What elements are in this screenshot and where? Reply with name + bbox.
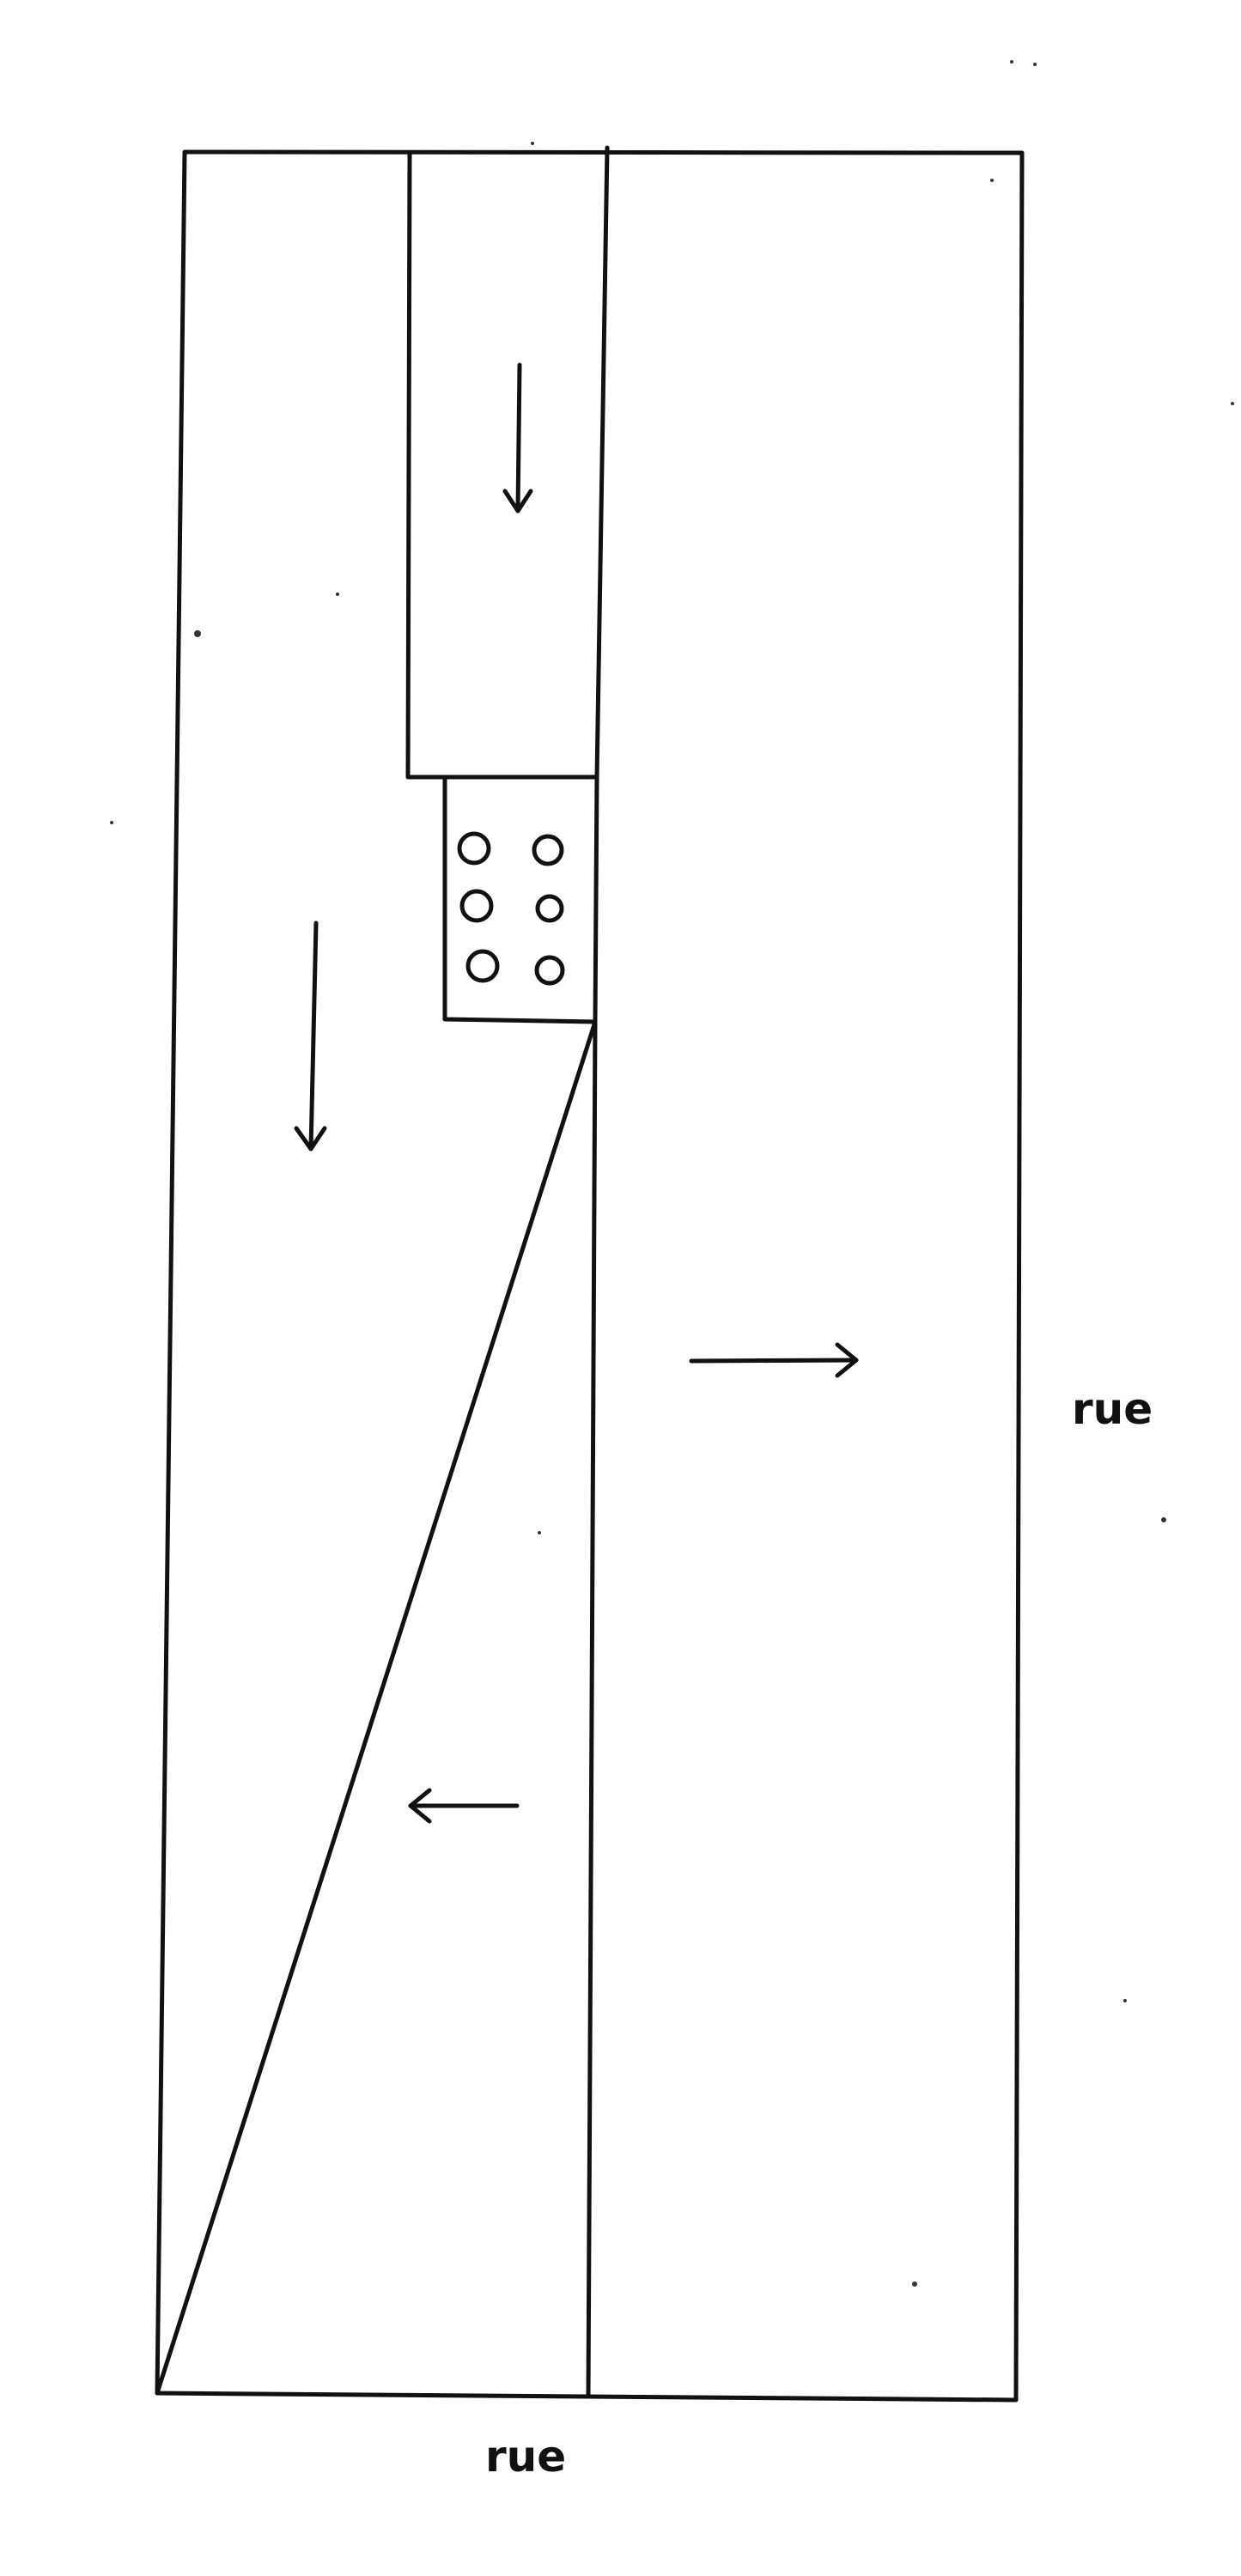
circle-r3-c1 xyxy=(465,949,500,983)
central-divider xyxy=(586,145,610,2399)
arrow-down-left-area xyxy=(294,920,327,1151)
paper-specks xyxy=(110,60,1234,2287)
arrow-right-right-area xyxy=(689,1342,859,1378)
arrow-down-upper-block xyxy=(502,362,533,513)
circle-r2-c2 xyxy=(535,894,564,923)
diagonal-line xyxy=(155,1019,598,2396)
street-label-bottom: rue xyxy=(485,2432,566,2482)
street-label-right: rue xyxy=(1072,1384,1153,1434)
upper-block xyxy=(405,150,599,780)
arrow-left-triangle-area xyxy=(408,1788,520,1824)
circles-box xyxy=(442,777,598,1024)
circle-r1-c1 xyxy=(457,831,491,866)
circle-r2-c1 xyxy=(459,889,494,923)
circle-r1-c2 xyxy=(532,834,564,866)
circle-r3-c2 xyxy=(534,955,565,986)
circle-grid xyxy=(457,831,565,986)
outer-boundary xyxy=(155,149,1025,2403)
